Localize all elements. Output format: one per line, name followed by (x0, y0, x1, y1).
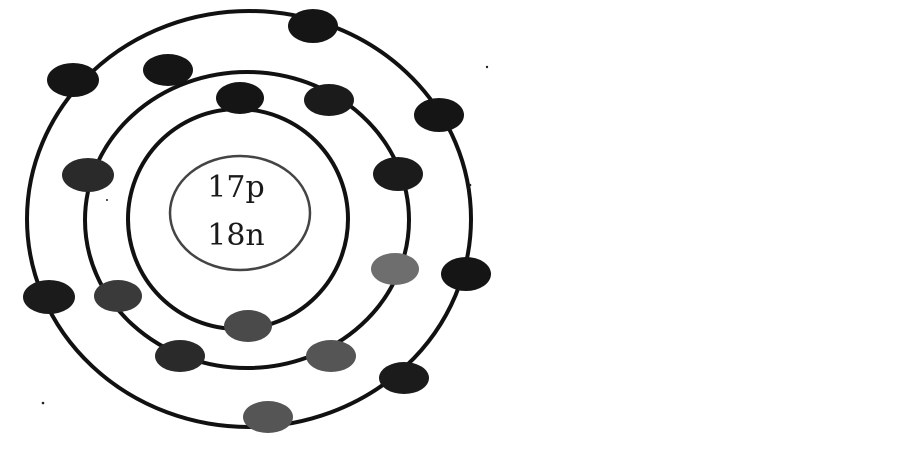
middle-shell-electron (143, 54, 193, 86)
proton-count: 17p (207, 170, 264, 205)
middle-shell-electron (373, 157, 423, 191)
middle-shell-electron (306, 340, 356, 372)
middle-orbit (83, 70, 411, 370)
speck (41, 401, 45, 405)
outer-shell-electron (414, 98, 464, 132)
electrons (23, 9, 491, 433)
outer-shell-electron (23, 280, 75, 314)
nucleus: 17p 18n (207, 170, 265, 253)
outer-shell-electron (441, 257, 491, 291)
middle-shell-electron (94, 280, 142, 312)
middle-shell-electron (62, 158, 114, 192)
speck (485, 65, 489, 69)
outer-shell-electron (379, 362, 429, 394)
nucleus-ring (168, 154, 312, 272)
outer-shell-electron (288, 9, 338, 43)
print-specks (41, 65, 489, 405)
middle-shell-electron (371, 253, 419, 285)
inner-shell-electron (224, 310, 272, 342)
middle-shell-electron (304, 84, 354, 116)
speck (106, 199, 108, 201)
neutron-count: 18n (207, 218, 265, 253)
outer-shell-electron (47, 63, 99, 97)
outer-shell-electron (243, 401, 293, 433)
speck (468, 183, 472, 187)
inner-shell-electron (216, 82, 264, 114)
middle-shell-electron (155, 340, 205, 372)
